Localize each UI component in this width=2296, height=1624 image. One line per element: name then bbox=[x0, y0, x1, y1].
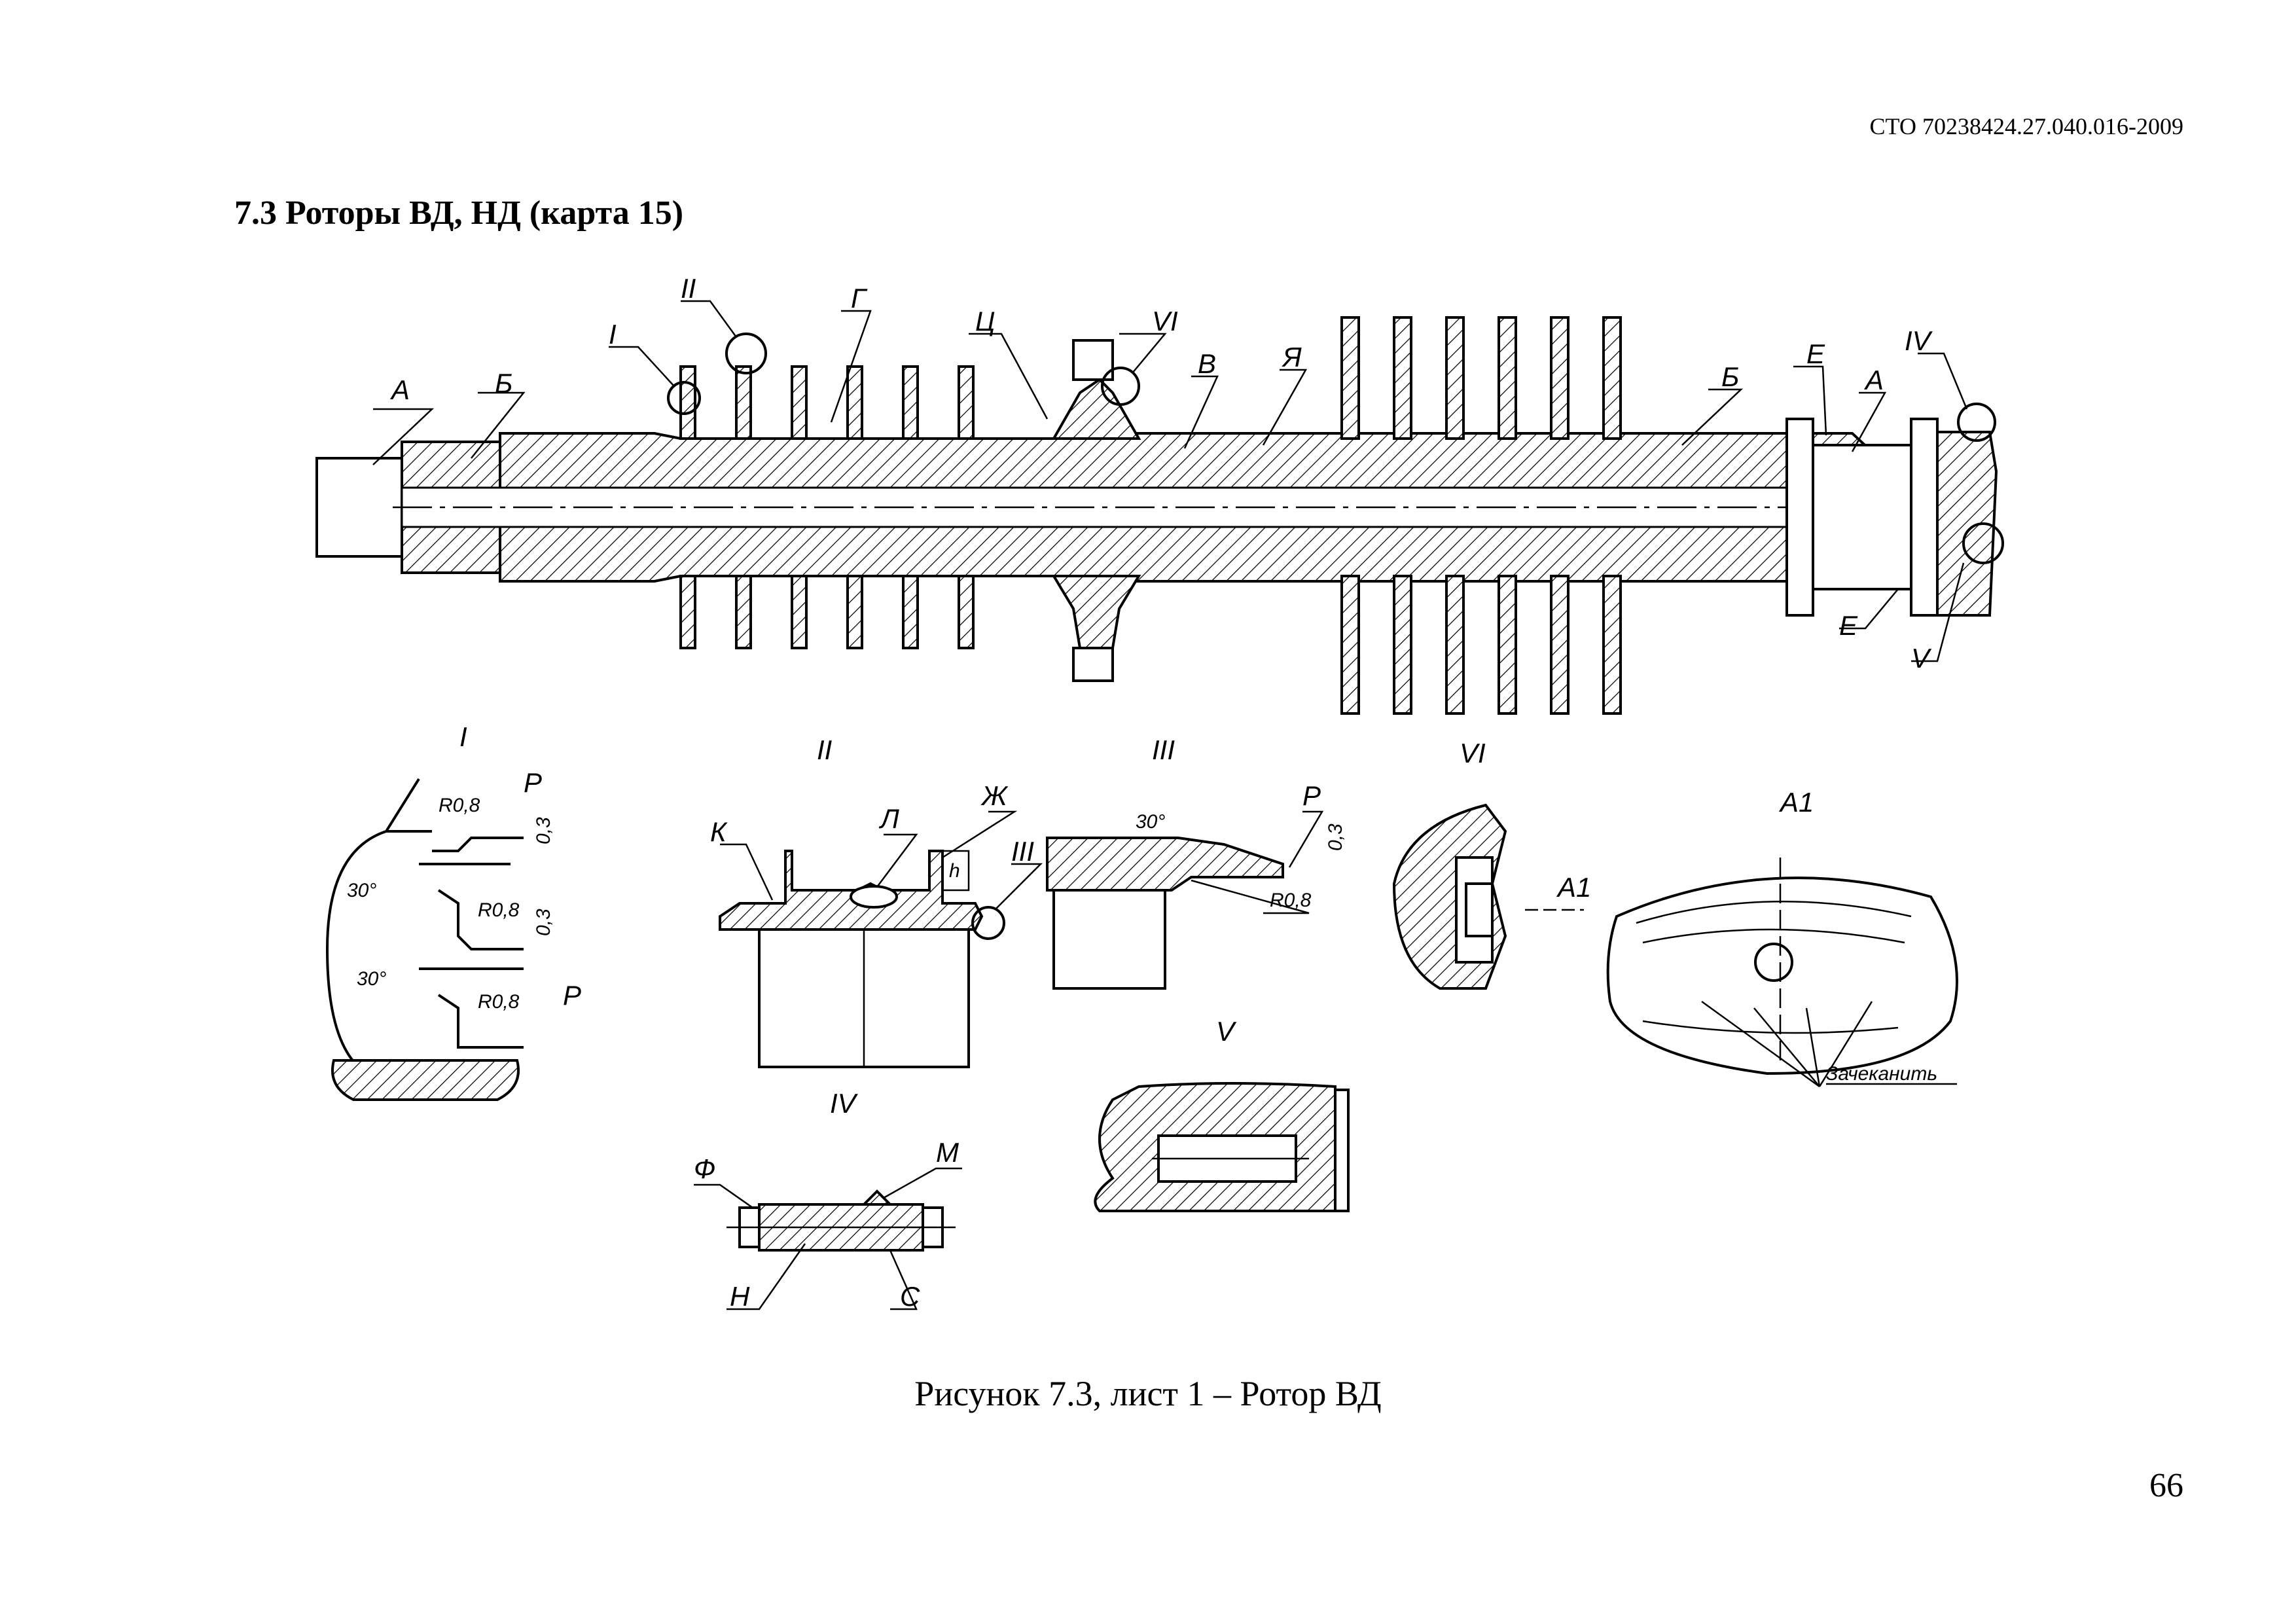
detail-i-title: I bbox=[459, 721, 467, 752]
detail-iii-p: Р bbox=[1302, 780, 1321, 811]
label-ii: II bbox=[681, 273, 696, 304]
label-e-bottom: Е bbox=[1839, 610, 1858, 641]
detail-iii-d: 0,3 bbox=[1325, 823, 1346, 851]
detail-a1-note: Зачеканить bbox=[1826, 1063, 1937, 1085]
detail-v: V bbox=[1094, 1016, 1350, 1212]
detail-iv: IV Ф М Н С bbox=[694, 1088, 962, 1312]
detail-i-r3: R0,8 bbox=[478, 991, 520, 1013]
detail-v-title: V bbox=[1216, 1016, 1237, 1047]
label-iv: IV bbox=[1905, 325, 1933, 356]
flange-right-2 bbox=[1910, 418, 1939, 617]
label-i: I bbox=[609, 319, 617, 350]
document-code: СТО 70238424.27.040.016-2009 bbox=[1869, 113, 2183, 139]
page-number: 66 bbox=[2149, 1467, 2183, 1504]
central-disk-lower bbox=[1051, 575, 1141, 649]
detail-iv-n: Н bbox=[730, 1281, 750, 1312]
detail-ii-h: h bbox=[949, 860, 960, 882]
label-v-b: В bbox=[1198, 348, 1216, 379]
label-b-right: Б bbox=[1721, 361, 1739, 392]
detail-ii-zh: Ж bbox=[980, 780, 1009, 811]
detail-ii-title: II bbox=[817, 734, 833, 765]
label-g: Г bbox=[851, 283, 868, 314]
coupling-right bbox=[1812, 444, 1912, 590]
detail-ii-k: К bbox=[710, 816, 728, 847]
label-b-left: Б bbox=[495, 368, 512, 399]
detail-iii: III 30° Р 0,3 R0,8 bbox=[1046, 734, 1346, 990]
shaft-left-end bbox=[315, 457, 403, 558]
detail-iv-m: М bbox=[936, 1137, 959, 1168]
figure-caption: Рисунок 7.3, лист 1 – Ротор ВД bbox=[914, 1374, 1382, 1413]
label-ya: Я bbox=[1282, 342, 1302, 372]
detail-iv-f: Ф bbox=[694, 1153, 715, 1184]
detail-ii-iii: III bbox=[1011, 836, 1034, 867]
flange-right-1 bbox=[1785, 418, 1814, 617]
detail-i-d2: 0,3 bbox=[533, 909, 554, 936]
detail-a1: А1 Зачеканить bbox=[1606, 787, 1958, 1088]
detail-i: I R0,8 R0,8 R0,8 0,3 0,3 30° 30° Р Р bbox=[325, 721, 581, 1101]
label-ts: Ц bbox=[975, 306, 996, 336]
detail-i-r1: R0,8 bbox=[439, 795, 480, 816]
ip-blades bbox=[1340, 316, 1622, 715]
detail-a1-title: А1 bbox=[1778, 787, 1814, 818]
detail-iv-title: IV bbox=[830, 1088, 859, 1119]
detail-i-a2: 30° bbox=[357, 968, 386, 990]
detail-i-p1: Р bbox=[524, 767, 542, 798]
detail-iii-title: III bbox=[1152, 734, 1175, 765]
label-a-right: А bbox=[1863, 365, 1884, 395]
detail-i-d1: 0,3 bbox=[533, 817, 554, 844]
detail-vi: VI А1 bbox=[1392, 738, 1591, 990]
detail-ii-l: Л bbox=[878, 803, 899, 834]
central-disk bbox=[1051, 378, 1141, 440]
detail-i-r2: R0,8 bbox=[478, 899, 520, 921]
section-title: 7.3 Роторы ВД, НД (карта 15) bbox=[234, 194, 684, 232]
label-a-left: А bbox=[389, 374, 410, 405]
label-e-top: Е bbox=[1806, 338, 1825, 369]
detail-ii: II К Л Ж h III bbox=[710, 734, 1043, 1068]
detail-i-a1: 30° bbox=[347, 880, 376, 901]
hp-blades bbox=[679, 365, 975, 649]
detail-vi-a1: А1 bbox=[1556, 872, 1591, 903]
detail-iii-angle: 30° bbox=[1136, 811, 1165, 833]
rotor-main-view bbox=[315, 300, 2004, 715]
label-v: V bbox=[1911, 643, 1932, 674]
detail-vi-title: VI bbox=[1460, 738, 1486, 768]
label-vi: VI bbox=[1152, 306, 1178, 336]
detail-i-p2: Р bbox=[563, 980, 581, 1011]
